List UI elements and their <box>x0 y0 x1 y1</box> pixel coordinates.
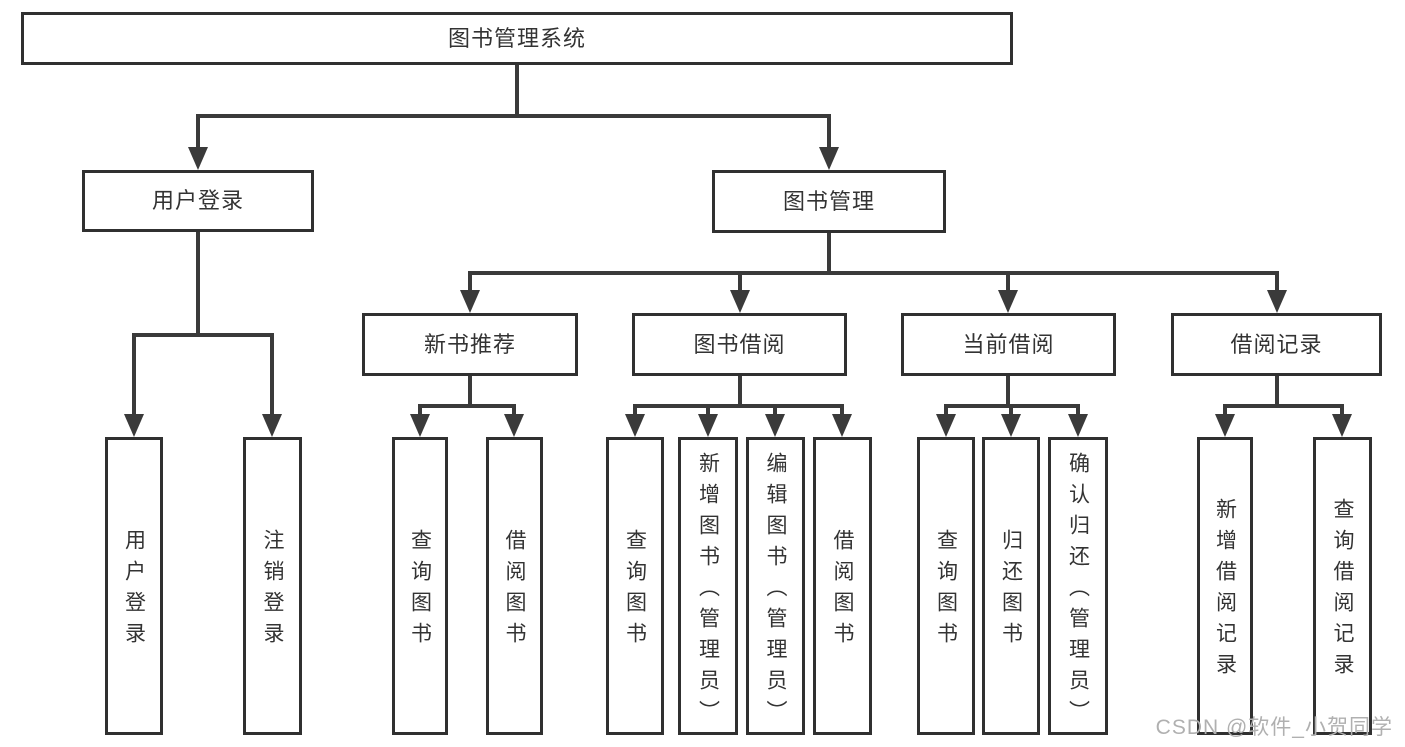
connector-drop <box>1340 406 1344 414</box>
connector-stem <box>515 63 519 118</box>
connector-drop <box>1223 406 1227 414</box>
node-current-borrow: 当前借阅 <box>901 313 1116 376</box>
node-label-borrow-records: 借阅记录 <box>1230 331 1323 357</box>
arrow-down-icon <box>1332 414 1352 437</box>
node-label-root: 图书管理系统 <box>447 25 586 51</box>
node-label-leaf-add-books: 新增图书（管理员） <box>696 451 720 731</box>
connector-drop <box>270 335 274 414</box>
arrow-down-icon <box>819 147 839 170</box>
connector-stem <box>827 231 831 275</box>
node-label-book-borrow: 图书借阅 <box>693 331 786 357</box>
node-label-leaf-query-books-1: 查询图书 <box>408 529 432 653</box>
node-borrow-records: 借阅记录 <box>1171 313 1382 376</box>
arrow-down-icon <box>625 414 645 437</box>
connector-split-bar <box>468 271 1279 275</box>
node-label-leaf-query-books-2: 查询图书 <box>623 529 647 653</box>
connector-drop <box>1006 273 1010 290</box>
arrow-down-icon <box>1267 290 1287 313</box>
connector-stem <box>738 374 742 408</box>
connector-drop <box>418 406 422 414</box>
connector-stem <box>1006 374 1010 408</box>
node-leaf-borrow-books-2: 借阅图书 <box>813 437 872 735</box>
arrow-down-icon <box>998 290 1018 313</box>
node-label-leaf-borrow-books-2: 借阅图书 <box>831 529 854 653</box>
node-leaf-query-books-1: 查询图书 <box>392 437 448 735</box>
node-label-leaf-query-record: 查询借阅记录 <box>1331 498 1354 684</box>
connector-drop <box>633 406 637 414</box>
node-root: 图书管理系统 <box>21 12 1013 65</box>
arrow-down-icon <box>1068 414 1088 437</box>
node-leaf-query-books-3: 查询图书 <box>917 437 975 735</box>
connector-drop <box>944 406 948 414</box>
node-leaf-return-books: 归还图书 <box>982 437 1040 735</box>
node-label-leaf-user-login: 用户登录 <box>122 529 146 653</box>
node-label-new-book-recommend: 新书推荐 <box>423 331 516 357</box>
arrow-down-icon <box>410 414 430 437</box>
node-label-leaf-logout: 注销登录 <box>261 529 284 653</box>
connector-split-bar <box>1223 404 1344 408</box>
connector-split-bar <box>132 333 274 337</box>
arrow-down-icon <box>124 414 144 437</box>
connector-drop <box>196 116 200 147</box>
connector-drop <box>738 273 742 290</box>
connector-drop <box>773 406 777 414</box>
connector-drop <box>132 335 136 414</box>
connector-split-bar <box>196 114 831 118</box>
node-leaf-edit-books: 编辑图书（管理员） <box>746 437 805 735</box>
node-label-leaf-borrow-books-1: 借阅图书 <box>503 529 526 653</box>
node-label-book-management: 图书管理 <box>782 188 875 214</box>
connector-stem <box>196 230 200 337</box>
node-leaf-add-books: 新增图书（管理员） <box>678 437 738 735</box>
node-new-book-recommend: 新书推荐 <box>362 313 578 376</box>
connector-drop <box>1275 273 1279 290</box>
watermark: CSDN @软件_小贺同学 <box>1155 716 1393 739</box>
arrow-down-icon <box>1215 414 1235 437</box>
connector-drop <box>706 406 710 414</box>
connector-drop <box>512 406 516 414</box>
arrow-down-icon <box>832 414 852 437</box>
node-leaf-user-login: 用户登录 <box>105 437 163 735</box>
node-leaf-add-record: 新增借阅记录 <box>1197 437 1253 735</box>
node-label-current-borrow: 当前借阅 <box>962 331 1055 357</box>
connector-stem <box>468 374 472 408</box>
connector-drop <box>827 116 831 147</box>
node-label-leaf-edit-books: 编辑图书（管理员） <box>764 451 787 731</box>
connector-stem <box>1275 374 1279 408</box>
node-book-management: 图书管理 <box>712 170 946 233</box>
arrow-down-icon <box>936 414 956 437</box>
node-label-leaf-return-books: 归还图书 <box>999 529 1023 653</box>
arrow-down-icon <box>765 414 785 437</box>
arrow-down-icon <box>188 147 208 170</box>
connector-drop <box>840 406 844 414</box>
connector-drop <box>1076 406 1080 414</box>
arrow-down-icon <box>730 290 750 313</box>
node-leaf-query-record: 查询借阅记录 <box>1313 437 1372 735</box>
arrow-down-icon <box>1001 414 1021 437</box>
arrow-down-icon <box>698 414 718 437</box>
node-label-leaf-add-record: 新增借阅记录 <box>1213 498 1237 684</box>
connector-drop <box>1009 406 1013 414</box>
node-book-borrow: 图书借阅 <box>632 313 847 376</box>
arrow-down-icon <box>460 290 480 313</box>
node-leaf-confirm-return: 确认归还（管理员） <box>1048 437 1108 735</box>
arrow-down-icon <box>262 414 282 437</box>
connector-split-bar <box>418 404 516 408</box>
node-leaf-logout: 注销登录 <box>243 437 302 735</box>
arrow-down-icon <box>504 414 524 437</box>
node-leaf-query-books-2: 查询图书 <box>606 437 664 735</box>
node-user-login: 用户登录 <box>82 170 314 232</box>
node-label-leaf-query-books-3: 查询图书 <box>934 529 958 653</box>
connector-drop <box>468 273 472 290</box>
node-label-user-login: 用户登录 <box>151 188 244 213</box>
node-label-leaf-confirm-return: 确认归还（管理员） <box>1066 451 1090 731</box>
node-leaf-borrow-books-1: 借阅图书 <box>486 437 543 735</box>
connector-split-bar <box>633 404 844 408</box>
